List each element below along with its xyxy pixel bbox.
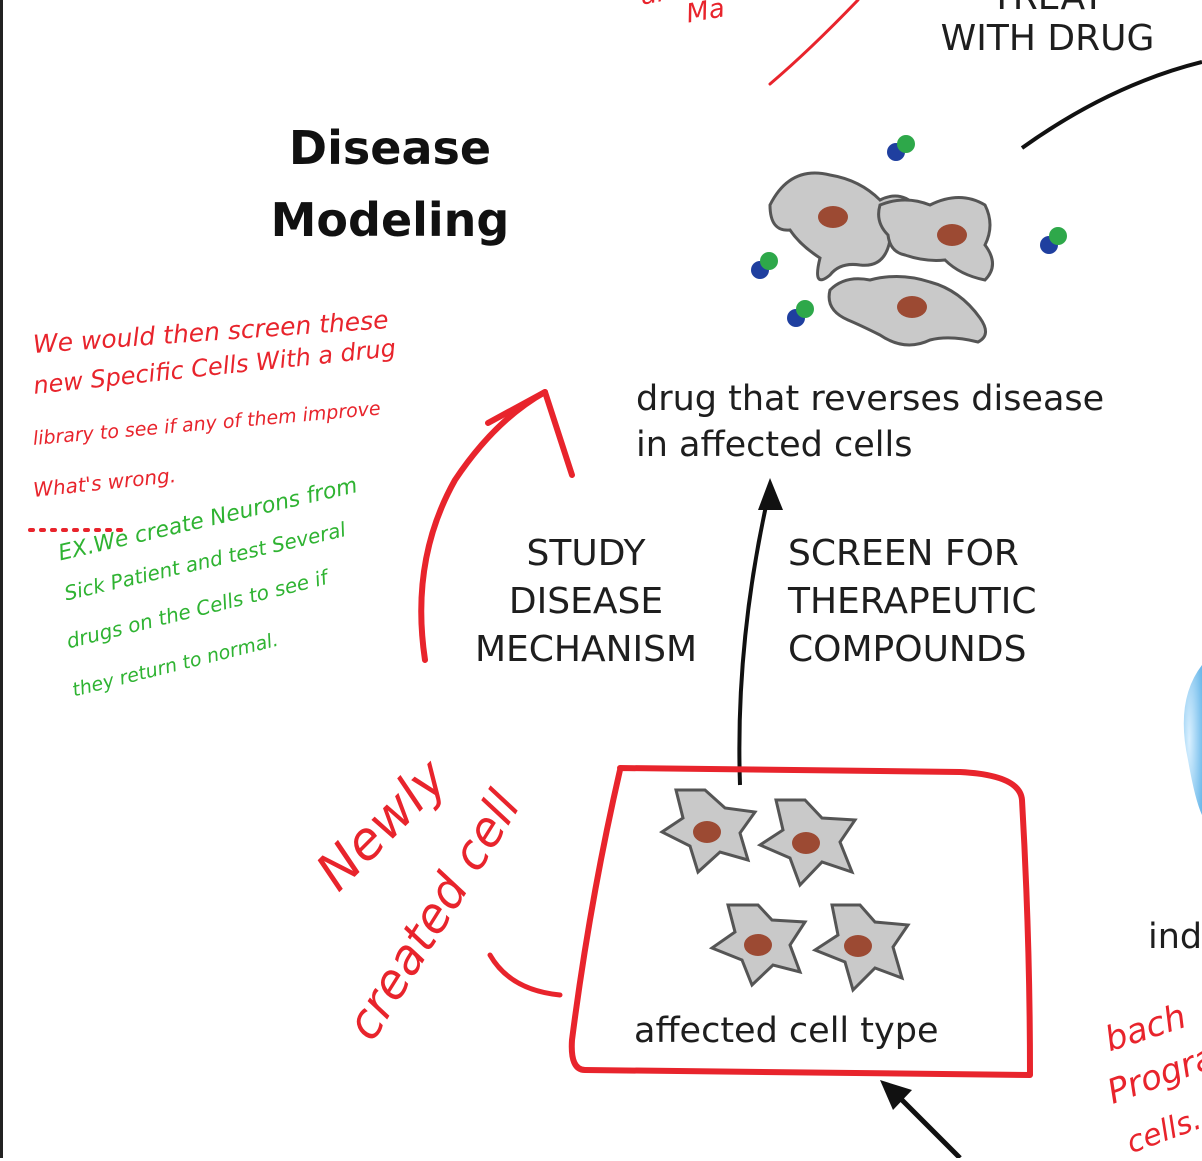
drug-molecules — [751, 135, 1067, 327]
screen-step-label: SCREEN FOR THERAPEUTIC COMPOUNDS — [788, 530, 1037, 674]
diseased-cells-group — [768, 171, 994, 347]
screen-arrow-head — [758, 478, 783, 510]
nucleus — [897, 296, 927, 318]
affected-cells-group — [659, 788, 911, 993]
red-annotations — [28, 0, 1033, 1078]
nucleus — [744, 934, 772, 956]
study-line-2: DISEASE — [508, 581, 664, 622]
drug-caption-line-2: in affected cells — [636, 425, 913, 465]
screen-line-2: THERAPEUTIC — [788, 581, 1037, 622]
treat-step-label: WITH DRUG — [940, 18, 1155, 59]
affected-caption: affected cell type — [634, 1011, 939, 1051]
diseased-cell — [768, 171, 918, 282]
drug-molecule — [751, 252, 778, 279]
screen-line-1: SCREEN FOR — [788, 533, 1019, 574]
study-line-3: MECHANISM — [474, 629, 698, 670]
drug-caption-line-1: drug that reverses disease — [636, 379, 1105, 419]
screen-arrow — [737, 487, 772, 786]
red-arrow-shaft — [418, 389, 548, 663]
treat-step-partial: TREAT — [930, 0, 1165, 22]
nucleus — [844, 935, 872, 957]
nucleus — [693, 821, 721, 843]
treat-arrow-curve — [1020, 60, 1202, 150]
red-box-outline — [568, 765, 1033, 1078]
left-border — [0, 0, 3, 1158]
nucleus — [937, 224, 967, 246]
red-arrow-head — [485, 389, 575, 478]
screen-line-3: COMPOUNDS — [788, 629, 1027, 670]
diseased-cell — [877, 196, 994, 282]
bottom-arrow-head — [880, 1080, 912, 1110]
title-line-2: Modeling — [270, 193, 510, 247]
drug-molecule — [787, 300, 814, 327]
red-connector-curve — [487, 952, 563, 998]
induced-cell-shape — [1183, 665, 1202, 815]
study-line-1: STUDY — [526, 533, 646, 574]
drug-caption: drug that reverses disease in affected c… — [636, 376, 1104, 468]
red-top-stroke — [768, 0, 860, 86]
title-line-1: Disease — [288, 121, 492, 175]
induced-caption-partial: ind — [1148, 917, 1202, 957]
bottom-arrow — [893, 1091, 962, 1158]
drug-molecule — [1040, 227, 1067, 254]
study-step-label: STUDY DISEASE MECHANISM — [455, 530, 717, 674]
nucleus — [792, 832, 820, 854]
diagram-title: Disease Modeling — [250, 112, 530, 256]
nucleus — [818, 206, 848, 228]
drug-molecule — [887, 135, 915, 161]
